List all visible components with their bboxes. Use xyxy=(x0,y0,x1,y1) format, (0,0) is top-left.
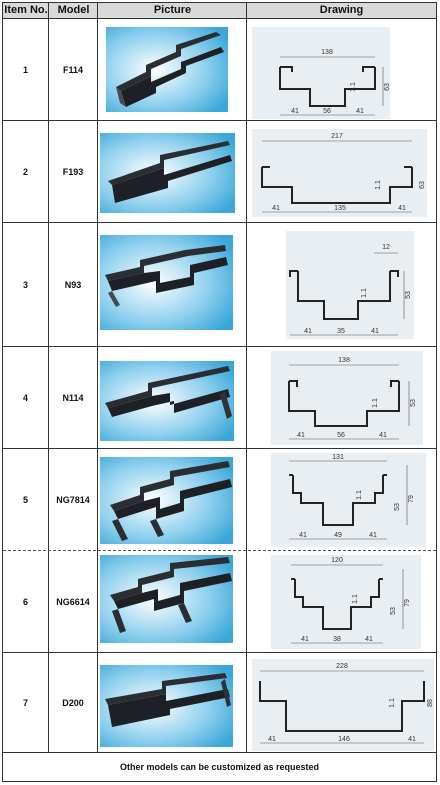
table-row: 3 N93 12 53 1.1 41 35 41 xyxy=(3,223,436,347)
dim-left: 41 xyxy=(268,736,276,743)
dim-right: 41 xyxy=(369,532,377,539)
header-model: Model xyxy=(57,4,90,16)
dim-right: 41 xyxy=(365,636,373,643)
item-number: 2 xyxy=(22,166,28,177)
dim-height: 79 xyxy=(408,495,415,503)
dim-left: 41 xyxy=(297,432,305,439)
product-photo xyxy=(100,457,233,544)
model-name: F193 xyxy=(62,166,84,177)
dim-top: 138 xyxy=(321,49,333,56)
item-number: 4 xyxy=(22,392,28,403)
dim-top: 138 xyxy=(338,357,350,364)
dim-top: 228 xyxy=(336,663,348,670)
dim-right: 41 xyxy=(408,736,416,743)
dim-thickness: 1.1 xyxy=(356,490,363,500)
table-row: 7 D200 228 88 1.1 41 146 41 xyxy=(3,653,436,753)
dim-left: 41 xyxy=(291,108,299,115)
dim-height: 63 xyxy=(384,83,390,91)
model-name: N114 xyxy=(62,392,84,403)
product-photo xyxy=(100,665,233,747)
product-photo xyxy=(100,555,233,643)
dim-top: 12 xyxy=(382,244,390,251)
model-name: F114 xyxy=(62,64,84,75)
dim-left: 41 xyxy=(304,328,312,335)
dim-mid: 135 xyxy=(334,205,346,212)
header-item-no: Item No. xyxy=(4,4,48,16)
dim-thickness: 1.1 xyxy=(375,180,382,190)
dim-right: 41 xyxy=(398,205,406,212)
dim-right: 41 xyxy=(356,108,364,115)
dim-thickness: 1.1 xyxy=(352,594,359,604)
dim-mid: 56 xyxy=(323,108,331,115)
dim-height: 88 xyxy=(427,699,434,707)
model-name: NG7814 xyxy=(56,494,90,505)
footer-note: Other models can be customized as reques… xyxy=(119,761,320,772)
dim-right: 41 xyxy=(379,432,387,439)
dim-top: 120 xyxy=(331,557,343,564)
profile-drawing: 120 79 53 1.1 41 38 41 xyxy=(271,555,421,649)
profile-drawing: 138 53 1.1 41 56 41 xyxy=(271,351,423,445)
dim-left: 41 xyxy=(299,532,307,539)
dim-mid: 35 xyxy=(337,328,345,335)
item-number: 5 xyxy=(22,494,28,505)
dim-mid: 146 xyxy=(338,736,350,743)
table-row: 6 NG6614 120 79 53 1.1 41 xyxy=(3,551,436,653)
dim-left: 41 xyxy=(272,205,280,212)
dim-height2: 53 xyxy=(394,503,401,511)
dim-top: 131 xyxy=(332,454,344,461)
dim-mid: 49 xyxy=(334,532,342,539)
profile-drawing: 12 53 1.1 41 35 41 xyxy=(286,231,414,339)
product-photo xyxy=(100,133,235,213)
header-drawing: Drawing xyxy=(319,4,364,16)
dim-thickness: 1.1 xyxy=(361,288,368,298)
item-number: 1 xyxy=(22,64,28,75)
item-number: 3 xyxy=(22,279,28,290)
item-number: 7 xyxy=(22,697,28,708)
profile-drawing: 138 63 1.1 41 56 41 xyxy=(252,27,390,119)
table-row: 1 F114 138 63 1.1 41 56 41 xyxy=(3,19,436,121)
item-number: 6 xyxy=(22,596,28,607)
profile-drawing: 217 63 1.1 41 135 41 xyxy=(252,129,427,217)
model-name: NG6614 xyxy=(56,596,90,607)
product-photo xyxy=(100,235,233,330)
header-picture: Picture xyxy=(153,4,192,16)
dim-height: 79 xyxy=(404,599,411,607)
dim-left: 41 xyxy=(301,636,309,643)
profile-drawing: 131 79 53 1.1 41 49 41 xyxy=(271,453,426,547)
table-header: Item No. Model Picture Drawing xyxy=(3,3,436,19)
dim-top: 217 xyxy=(331,133,343,140)
dim-thickness: 1.1 xyxy=(350,82,357,92)
dim-right: 41 xyxy=(371,328,379,335)
dim-height: 53 xyxy=(405,291,412,299)
dim-height: 53 xyxy=(410,399,417,407)
product-photo xyxy=(100,361,234,441)
product-photo xyxy=(106,27,228,112)
model-name: D200 xyxy=(62,697,84,708)
table-row: 5 NG7814 131 79 53 1.1 41 xyxy=(3,449,436,551)
dim-thickness: 1.1 xyxy=(372,398,379,408)
dim-height: 63 xyxy=(419,181,426,189)
table-row: 2 F193 217 63 1.1 41 135 41 xyxy=(3,121,436,223)
model-name: N93 xyxy=(64,279,82,290)
table-row: 4 N114 138 53 1.1 41 56 41 xyxy=(3,347,436,449)
dim-mid: 38 xyxy=(333,636,341,643)
dim-thickness: 1.1 xyxy=(389,698,396,708)
profile-drawing: 228 88 1.1 41 146 41 xyxy=(252,659,434,751)
dim-mid: 56 xyxy=(337,432,345,439)
dim-height2: 53 xyxy=(390,607,397,615)
